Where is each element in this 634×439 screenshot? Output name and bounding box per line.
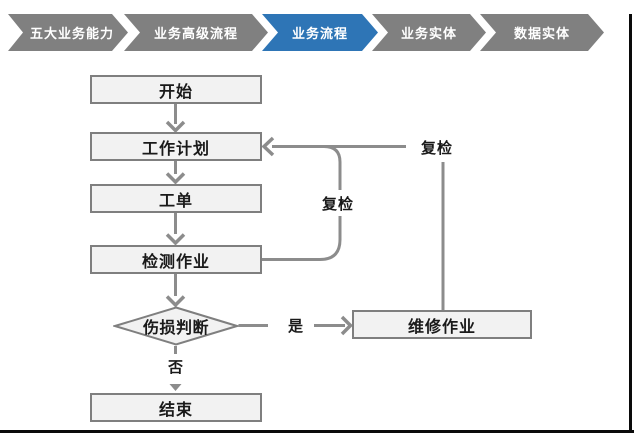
breadcrumb: 五大业务能力 业务高级流程 业务流程 业务实体 数据实体 xyxy=(0,0,634,60)
arrowhead-yes-repair-icon xyxy=(340,315,353,336)
frame-right-edge xyxy=(629,14,632,433)
flow-node-start: 开始 xyxy=(90,75,262,104)
breadcrumb-item-data-entity[interactable]: 数据实体 xyxy=(480,14,604,51)
arrowhead-start-plan-icon xyxy=(165,120,186,133)
arrowhead-recheck-plan-icon xyxy=(261,136,275,157)
breadcrumb-item-business-process[interactable]: 业务流程 xyxy=(262,14,378,51)
arrowhead-inspect-decision-icon xyxy=(165,295,186,308)
flow-node-damage-decision: 伤损判断 xyxy=(113,306,239,346)
edge-label-yes: 是 xyxy=(282,314,310,336)
flow-node-repair-job: 维修作业 xyxy=(352,310,532,339)
edge-label-recheck-inner: 复检 xyxy=(310,192,366,214)
frame-bottom-edge xyxy=(0,430,634,433)
flow-node-end: 结束 xyxy=(90,393,262,422)
flow-node-inspection-job: 检测作业 xyxy=(90,245,262,274)
flow-node-work-order: 工单 xyxy=(90,184,262,213)
edge-recheck-inner-lower xyxy=(262,216,342,261)
breadcrumb-item-business-entity[interactable]: 业务实体 xyxy=(372,14,486,51)
arrowhead-order-inspect-icon xyxy=(165,233,186,246)
diamond-shape-icon xyxy=(113,306,239,346)
decision-label: 伤损判断 xyxy=(142,320,209,337)
breadcrumb-item-advanced-process[interactable]: 业务高级流程 xyxy=(124,14,268,51)
arrowhead-decision-end-icon xyxy=(169,384,182,391)
edge-label-recheck-outer: 复检 xyxy=(409,136,465,158)
arrowhead-plan-order-icon xyxy=(165,172,186,185)
breadcrumb-item-five-capabilities[interactable]: 五大业务能力 xyxy=(16,14,128,51)
edge-recheck-inner-upper xyxy=(323,145,342,190)
flow-node-work-plan: 工作计划 xyxy=(90,132,262,161)
edge-label-no: 否 xyxy=(162,356,190,377)
